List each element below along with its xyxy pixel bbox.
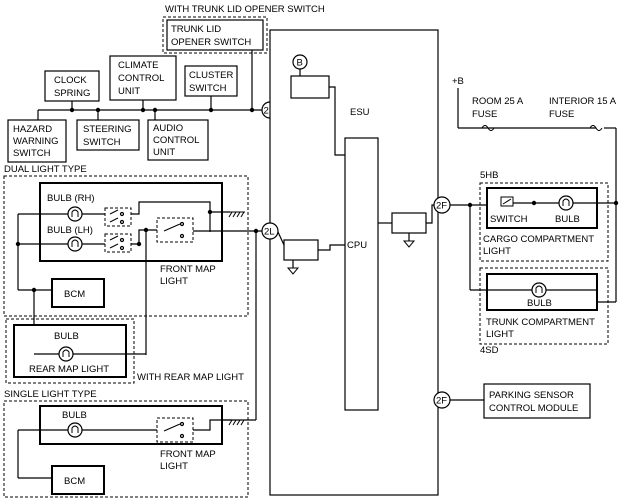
cluster-switch-box (184, 65, 238, 97)
plus-b-label: +B (452, 76, 464, 87)
trunk-lid-switch-label-1: TRUNK LID (171, 24, 221, 35)
audio-control-label-2: CONTROL (153, 135, 199, 146)
ground-symbol (228, 211, 245, 218)
trunk-lid-switch-group (162, 16, 268, 54)
room-fuse-label-1: ROOM 25 A (472, 96, 524, 107)
bcm-label-single: BCM (64, 476, 85, 487)
cargo-switch-icon (500, 196, 514, 207)
connector-2f-lower-label: 2F (436, 396, 447, 407)
trunk-light-label-2: LIGHT (486, 329, 514, 340)
dual-front-map-label-2: LIGHT (160, 276, 188, 287)
esu-label: ESU (350, 107, 370, 118)
trunk-bulb-icon (531, 282, 547, 298)
cargo-switch-label: SWITCH (490, 214, 528, 225)
steering-switch-label-1: STEERING (83, 124, 132, 135)
interior-fuse-icon (589, 125, 603, 131)
5hb-label: 5HB (480, 170, 498, 181)
steering-switch-box (76, 119, 140, 151)
hazard-warning-box (7, 119, 67, 163)
rear-map-group (5, 318, 135, 384)
clock-spring-label-2: SPRING (54, 88, 90, 99)
rh-switch-icon (104, 207, 132, 227)
single-front-map-label-2: LIGHT (160, 461, 188, 472)
climate-control-label-3: UNIT (118, 86, 140, 97)
esu-input-block (290, 75, 330, 99)
power-wiring (457, 88, 619, 303)
bcm-label-dual: BCM (64, 289, 85, 300)
lh-switch-icon (104, 233, 132, 253)
hazard-warning-label-2: WARNING (13, 136, 59, 147)
bcm-box-dual (51, 278, 105, 308)
parking-sensor-box (483, 383, 591, 419)
rear-bulb-label: BULB (54, 331, 79, 342)
trunk-light-label-1: TRUNK COMPARTMENT (486, 317, 595, 328)
bulb-rh-icon (67, 206, 83, 222)
rear-bulb-icon (58, 346, 74, 362)
single-light-type-label: SINGLE LIGHT TYPE (4, 389, 97, 400)
room-fuse-label-2: FUSE (472, 109, 497, 120)
cargo-light-box (486, 187, 598, 229)
with-rear-map-light-label: WITH REAR MAP LIGHT (137, 372, 244, 383)
hazard-warning-label-1: HAZARD (13, 124, 52, 135)
cargo-light-group (479, 182, 609, 262)
4sd-label: 4SD (480, 345, 499, 356)
cluster-switch-label-2: SWITCH (189, 83, 227, 94)
cargo-light-label-2: LIGHT (483, 246, 511, 257)
interior-fuse-label-2: FUSE (549, 109, 574, 120)
dual-light-wiring (15, 201, 262, 355)
single-light-group (3, 400, 249, 498)
parking-sensor-label-2: CONTROL MODULE (489, 403, 578, 414)
connector-2l (261, 222, 279, 240)
with-trunk-lid-label: WITH TRUNK LID OPENER SWITCH (165, 4, 325, 15)
cargo-light-label-1: CARGO COMPARTMENT (483, 234, 594, 245)
single-bulb-icon (67, 422, 83, 438)
climate-control-box (109, 55, 177, 101)
bulb-lh-icon (67, 236, 83, 252)
dual-light-type-label: DUAL LIGHT TYPE (4, 164, 87, 175)
steering-switch-label-2: SWITCH (83, 137, 121, 148)
audio-control-label-3: UNIT (153, 147, 175, 158)
trunk-lid-switch-label-2: OPENER SWITCH (171, 37, 251, 48)
connector-2f-upper-label: 2F (436, 201, 447, 212)
climate-control-label-1: CLIMATE (118, 60, 158, 71)
bus-2d-wiring (37, 50, 262, 120)
interior-fuse-label-1: INTERIOR 15 A (549, 96, 617, 107)
bulb-rh-label: BULB (RH) (47, 193, 95, 204)
cpu-label: CPU (347, 240, 367, 251)
ground-symbol (228, 419, 245, 426)
cpu-box (344, 137, 379, 411)
ground-symbol (286, 267, 300, 275)
clock-spring-label-1: CLOCK (54, 75, 87, 86)
cluster-switch-label-1: CLUSTER (189, 70, 233, 81)
single-bulb-label: BULB (62, 410, 87, 421)
trunk-lid-switch-box (166, 19, 264, 51)
dual-front-map-label-1: FRONT MAP (160, 264, 216, 275)
esu-left-driver (283, 239, 319, 261)
bulb-lh-label: BULB (LH) (47, 225, 93, 236)
room-fuse-icon (481, 125, 495, 131)
cargo-bulb-label: BULB (555, 214, 580, 225)
ground-symbol (402, 240, 416, 248)
climate-control-label-2: CONTROL (118, 73, 164, 84)
connector-b-label: B (297, 58, 303, 69)
trunk-light-group (479, 267, 609, 345)
hazard-warning-label-3: SWITCH (13, 148, 51, 159)
bcm-box-single (51, 465, 105, 495)
rear-map-light-label: REAR MAP LIGHT (29, 364, 109, 375)
esu-right-driver (391, 212, 427, 234)
parking-sensor-label-1: PARKING SENSOR (489, 390, 574, 401)
dual-light-group (3, 175, 249, 317)
single-front-map-label-1: FRONT MAP (160, 449, 216, 460)
connector-2l-label: 2L (264, 227, 275, 238)
cargo-bulb-icon (558, 195, 574, 211)
trunk-bulb-label: BULB (527, 298, 552, 309)
audio-control-box (147, 119, 209, 161)
audio-control-label-1: AUDIO (153, 123, 183, 134)
